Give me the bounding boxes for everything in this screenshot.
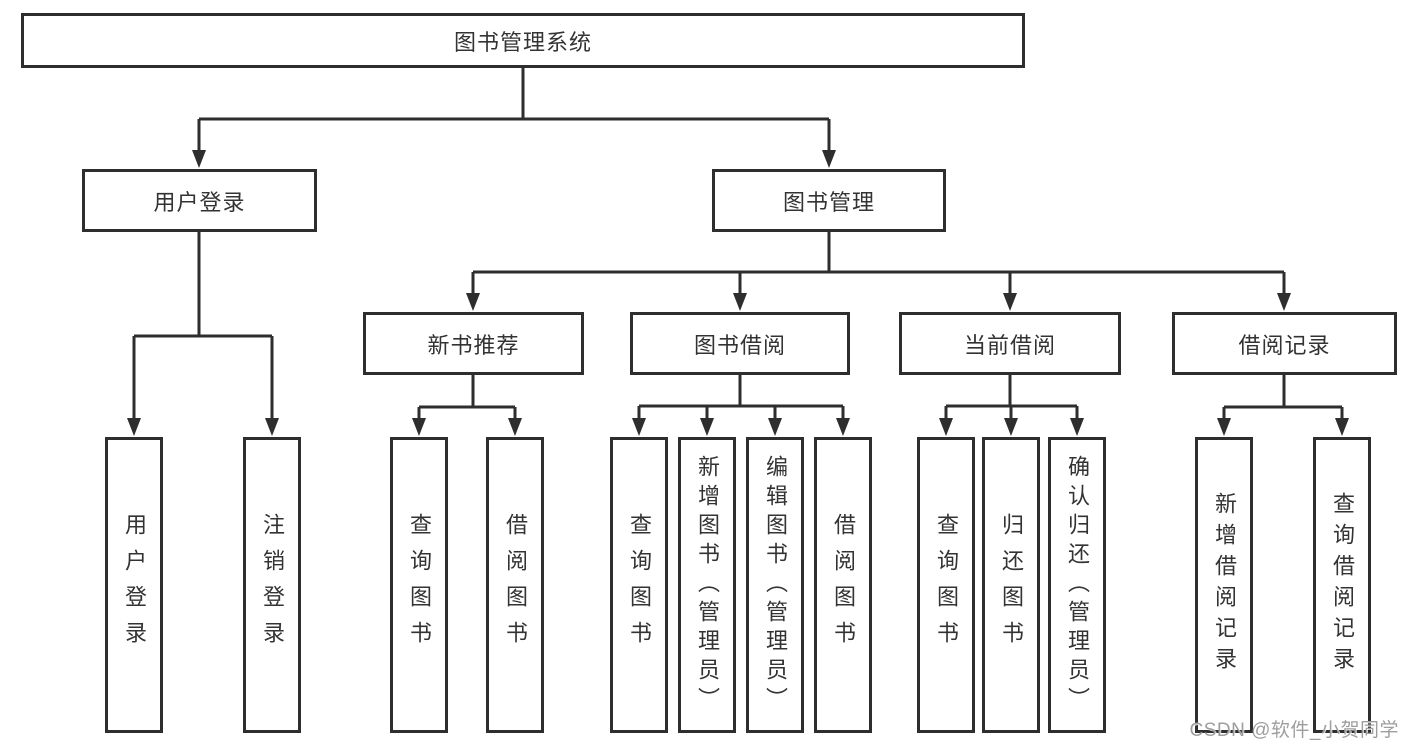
node-label: 图书借阅 — [693, 332, 786, 358]
connectors-records-to-leaves — [1217, 375, 1349, 436]
leaf-query-borrow-record: 查询借阅记录 — [1313, 437, 1371, 733]
node-new-book-recommend: 新书推荐 — [363, 312, 584, 375]
leaf-label: 注销登录 — [260, 513, 285, 657]
leaf-label: 新增借阅记录 — [1212, 492, 1237, 678]
node-book-borrowing: 图书借阅 — [630, 312, 850, 375]
leaf-label: 查询图书 — [934, 513, 959, 657]
leaf-user-login: 用户登录 — [105, 437, 163, 733]
leaf-label: 借阅图书 — [503, 513, 528, 657]
leaf-query-books-2: 查询图书 — [610, 437, 668, 733]
leaf-label: 归还图书 — [999, 513, 1024, 657]
leaf-label: 查询借阅记录 — [1330, 492, 1355, 678]
leaf-confirm-return-admin: 确认归还（管理员） — [1048, 437, 1106, 733]
leaf-borrow-books-1: 借阅图书 — [486, 437, 544, 733]
leaf-return-books: 归还图书 — [982, 437, 1040, 733]
leaf-label: 查询图书 — [407, 513, 432, 657]
node-current-borrowing: 当前借阅 — [899, 312, 1121, 375]
node-label: 图书管理 — [782, 189, 875, 215]
node-label: 图书管理系统 — [453, 29, 592, 55]
leaf-label: 查询图书 — [627, 513, 652, 657]
leaf-logout: 注销登录 — [243, 437, 301, 733]
leaf-add-borrow-record: 新增借阅记录 — [1195, 437, 1253, 733]
node-library-management-system: 图书管理系统 — [21, 13, 1025, 68]
connectors-userlogin-to-leaves — [127, 232, 279, 436]
connectors-newbooks-to-leaves — [412, 375, 522, 436]
node-label: 新书推荐 — [427, 332, 520, 358]
leaf-label: 用户登录 — [122, 513, 147, 657]
leaf-label: 新增图书（管理员） — [695, 454, 720, 716]
leaf-query-books-1: 查询图书 — [390, 437, 448, 733]
leaf-query-books-3: 查询图书 — [917, 437, 975, 733]
node-label: 当前借阅 — [963, 332, 1056, 358]
connectors-borrow-to-leaves — [632, 375, 850, 436]
connectors-current-to-leaves — [939, 375, 1084, 436]
node-label: 借阅记录 — [1238, 332, 1331, 358]
connectors-root-to-level2 — [192, 68, 836, 168]
leaf-label: 借阅图书 — [831, 513, 856, 657]
leaf-borrow-books-2: 借阅图书 — [814, 437, 872, 733]
node-label: 用户登录 — [153, 189, 246, 215]
node-borrowing-records: 借阅记录 — [1172, 312, 1397, 375]
leaf-label: 确认归还（管理员） — [1065, 454, 1090, 716]
connectors-bookmgmt-to-level3 — [466, 232, 1291, 311]
leaf-add-books-admin: 新增图书（管理员） — [678, 437, 736, 733]
leaf-label: 编辑图书（管理员） — [763, 454, 788, 716]
leaf-edit-books-admin: 编辑图书（管理员） — [746, 437, 804, 733]
csdn-watermark: CSDN @软件_小贺同学 — [1189, 720, 1399, 741]
node-book-management: 图书管理 — [712, 169, 946, 232]
node-user-login: 用户登录 — [82, 169, 317, 232]
